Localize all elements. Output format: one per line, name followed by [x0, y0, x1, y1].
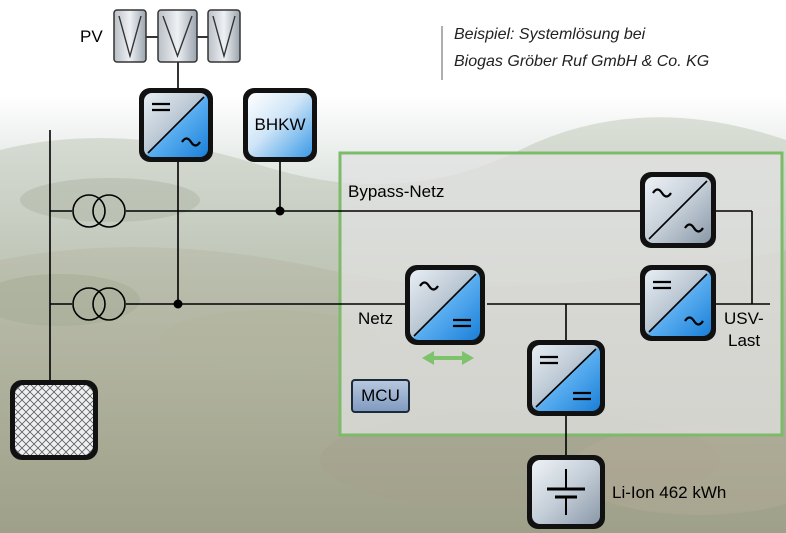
usv-label-line-1: USV- [724, 309, 764, 328]
grid-connection-icon [10, 380, 98, 460]
pv-label: PV [80, 27, 103, 46]
transformer-bypass [72, 194, 126, 228]
pv-panel-3 [207, 9, 241, 63]
battery-converter [527, 340, 605, 416]
netz-rectifier [405, 265, 485, 345]
caption-line-2: Biogas Gröber Ruf GmbH & Co. KG [454, 53, 710, 70]
usv-inverter [640, 265, 716, 341]
bhkw-label: BHKW [254, 115, 306, 134]
battery-icon [527, 455, 605, 529]
bidirectional-arrow-icon [422, 351, 474, 365]
battery-label: Li-Ion 462 kWh [612, 483, 727, 502]
usv-label-line-2: Last [728, 331, 761, 350]
bypass-converter [640, 172, 716, 248]
bypass-label: Bypass-Netz [348, 182, 445, 201]
junction-netz [173, 299, 183, 309]
caption-line-1: Beispiel: Systemlösung bei [454, 26, 646, 43]
mcu-label: MCU [361, 386, 400, 405]
pv-inverter [139, 88, 213, 162]
netz-label: Netz [358, 309, 393, 328]
transformer-netz [72, 287, 126, 321]
pv-panel-1 [113, 9, 147, 63]
wiring [49, 36, 770, 455]
junction-bypass [275, 206, 285, 216]
bhkw-unit [243, 88, 317, 162]
pv-panel-2 [157, 9, 198, 63]
mcu-box [351, 379, 410, 413]
